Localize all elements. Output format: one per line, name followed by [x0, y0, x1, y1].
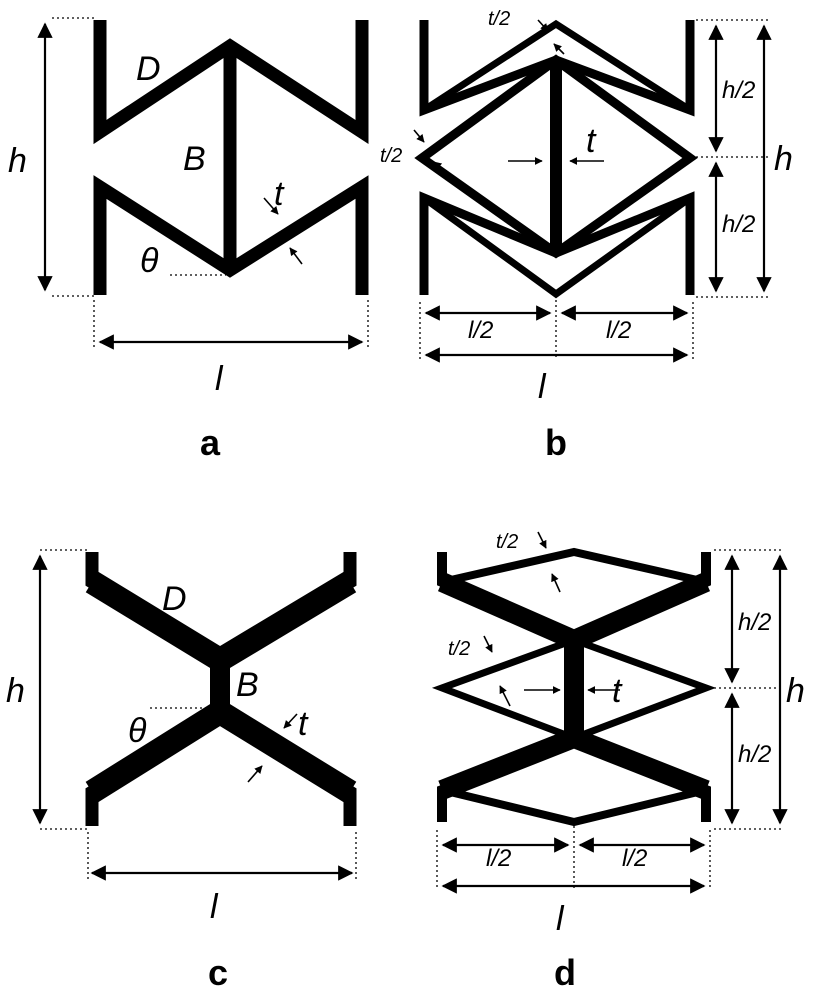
panel-b-label-t-half-top: t/2	[488, 8, 510, 30]
panel-a-label-l: l	[215, 360, 224, 398]
panel-d-label-l: l	[556, 900, 565, 938]
panel-c-label-B: B	[236, 666, 259, 704]
panel-d-cell-structure	[431, 547, 717, 827]
panel-d-label-h-half-top: h/2	[738, 609, 771, 636]
panel-a-cell-structure	[93, 20, 369, 295]
panel-c-label-l: l	[210, 888, 219, 926]
panel-b-label-l: l	[538, 368, 547, 406]
panel-b-caption: b	[545, 422, 567, 463]
panel-a-dimensions	[37, 17, 369, 350]
panel-c-caption: c	[208, 952, 228, 993]
panel-b-label-h-half-bottom: h/2	[722, 211, 755, 238]
panel-b-label-h: h	[774, 140, 793, 178]
panel-d: t/2 t/2 t h/2 h/2 h l/2 l/2 l d	[431, 531, 805, 993]
panel-a-label-t: t	[274, 175, 285, 213]
panel-b-dimensions	[413, 19, 772, 363]
panel-c-label-theta: θ	[128, 712, 147, 750]
panel-d-label-t-half-left: t/2	[448, 638, 470, 660]
panel-a-label-B: B	[183, 140, 206, 178]
panel-c-label-h: h	[6, 672, 25, 710]
panel-c-cell-structure	[85, 552, 357, 826]
panel-b-label-h-half-top: h/2	[722, 77, 755, 104]
panel-b: t/2 t/2 t h/2 h/2 h l/2 l/2 l b	[380, 8, 793, 463]
panel-b-label-l-half-right: l/2	[606, 317, 631, 344]
panel-b-label-l-half-left: l/2	[468, 317, 493, 344]
panel-a-label-theta: θ	[140, 242, 159, 280]
panel-b-cell-structure	[414, 19, 698, 299]
panel-a-label-D: D	[136, 50, 161, 88]
panel-d-label-l-half-right: l/2	[622, 845, 647, 872]
panel-d-caption: d	[554, 952, 576, 993]
panel-a: D B t θ h l a	[8, 17, 369, 463]
panel-d-label-l-half-left: l/2	[486, 845, 511, 872]
panel-a-caption: a	[200, 422, 221, 463]
panel-b-label-t-half-left: t/2	[380, 145, 402, 167]
panel-d-label-t-half-top: t/2	[496, 531, 518, 553]
panel-c: D B t θ h l c	[6, 549, 357, 993]
panel-c-dimensions	[32, 549, 357, 881]
panel-b-label-t: t	[586, 122, 597, 160]
panel-a-label-h: h	[8, 142, 27, 180]
panel-d-label-h: h	[786, 672, 805, 710]
panel-d-dimensions	[436, 531, 788, 894]
panel-d-label-h-half-bottom: h/2	[738, 741, 771, 768]
panel-c-label-D: D	[162, 580, 187, 618]
panel-d-label-t: t	[612, 672, 623, 710]
panel-c-label-t: t	[298, 705, 309, 743]
